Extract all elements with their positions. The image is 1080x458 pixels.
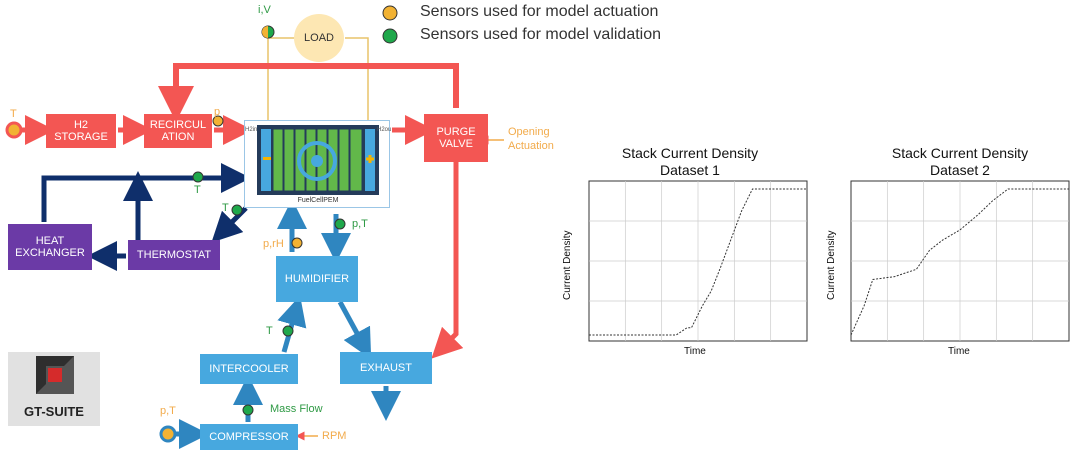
purge-valve-label-1: PURGE (436, 126, 476, 138)
coolant-line-top (41, 163, 251, 222)
svg-text:H2out: H2out (377, 127, 391, 133)
coolant-t-mid-label: T (222, 202, 229, 214)
fuel-cell-stack[interactable]: H2in H2out FuelCellPEM (244, 120, 393, 208)
gt-suite-logo: GT-SUITE (8, 352, 100, 426)
gt-suite-logo-text: GT-SUITE (24, 404, 84, 419)
chart2-series-line (850, 188, 1069, 336)
legend-actuation-text: Sensors used for model actuation (420, 3, 659, 20)
load-node[interactable]: LOAD (294, 14, 344, 62)
h2-recirc-loop (158, 63, 459, 122)
humidifier-block[interactable]: HUMIDIFIER (276, 256, 358, 302)
chart2-title-line1: Stack Current Density (891, 145, 1029, 161)
humidifier-label: HUMIDIFIER (284, 273, 350, 285)
recirc-p-label: p (214, 106, 221, 118)
humid-prh-label: p,rH (263, 238, 284, 250)
coolant-t-top-label: T (194, 184, 201, 196)
recirculation-label-2: ATION (161, 131, 195, 143)
h2-inlet-sensor (5, 121, 23, 139)
legend-markers (382, 5, 398, 44)
coolant-t-sensor-mid (231, 204, 243, 216)
exhaust-block[interactable]: EXHAUST (340, 352, 432, 384)
recirc-p-sensor (212, 115, 224, 127)
load-label: LOAD (304, 32, 334, 44)
fuel-cell-label: FuelCellPEM (297, 197, 339, 204)
compressor-block[interactable]: COMPRESSOR (200, 424, 298, 450)
sensor-markers (5, 25, 346, 443)
intercooler-label: INTERCOOLER (209, 363, 289, 375)
purge-valve-label-2: VALVE (439, 138, 473, 150)
air-humid-exhaust (337, 300, 372, 360)
chart2-plot (850, 180, 1070, 342)
chart1-title-line2: Dataset 1 (660, 162, 720, 178)
exhaust-label: EXHAUST (360, 362, 412, 374)
thermostat-label: THERMOSTAT (136, 249, 212, 261)
thermostat-block[interactable]: THERMOSTAT (128, 240, 220, 270)
validation-legend-dot (382, 28, 398, 44)
chart1-ylabel: Current Density (562, 230, 573, 300)
chart2-title-line2: Dataset 2 (930, 162, 990, 178)
chart2-xlabel: Time (948, 346, 970, 357)
mass-flow-label: Mass Flow (270, 403, 323, 415)
gt-suite-logo-mark (36, 356, 74, 394)
humid-prh-sensor (291, 237, 303, 249)
legend-validation-text: Sensors used for model validation (420, 26, 662, 43)
mass-flow-sensor (242, 404, 254, 416)
chart1-xlabel: Time (684, 346, 706, 357)
chart1-plot (588, 180, 808, 342)
purge-exhaust-line (431, 162, 464, 359)
intercooler-t-label: T (266, 325, 273, 337)
compressor-pt-label: p,T (160, 405, 176, 417)
heat-exchanger-label-1: HEAT (35, 235, 65, 247)
coolant-t-sensor-top (192, 171, 204, 183)
minus-icon (263, 157, 271, 160)
chart1-title: Stack Current Density Dataset 1 (560, 145, 820, 179)
rpm-label: RPM (322, 430, 347, 442)
actuation-label: Actuation (508, 140, 554, 152)
svg-text:H2in: H2in (245, 127, 257, 133)
stack-pt-sensor (334, 218, 346, 230)
h2-storage-label-1: H2 (73, 119, 89, 131)
chart2-ylabel: Current Density (826, 230, 837, 300)
intercooler-block[interactable]: INTERCOOLER (200, 354, 298, 384)
chart2-title: Stack Current Density Dataset 2 (830, 145, 1080, 179)
chart1-title-line1: Stack Current Density (621, 145, 759, 161)
actuation-legend-dot (382, 5, 398, 21)
recirculation-label-1: RECIRCUL (149, 119, 207, 131)
compressor-label: COMPRESSOR (209, 431, 289, 443)
plus-icon (366, 155, 374, 163)
fuel-cell-graphic: H2in H2out (245, 125, 393, 195)
opening-label: Opening (508, 126, 550, 138)
h2-t-label: T (10, 108, 17, 120)
chart1-series-line (589, 188, 807, 336)
load-iv-label: i,V (258, 4, 271, 16)
load-iv-sensor (261, 25, 275, 39)
heat-exchanger-label-2: EXCHANGER (15, 247, 85, 259)
compressor-inlet-sensor (159, 425, 177, 443)
stack-pt-label: p,T (352, 218, 368, 230)
intercooler-t-sensor (282, 325, 294, 337)
h2-storage-label-2: STORAGE (54, 131, 108, 143)
